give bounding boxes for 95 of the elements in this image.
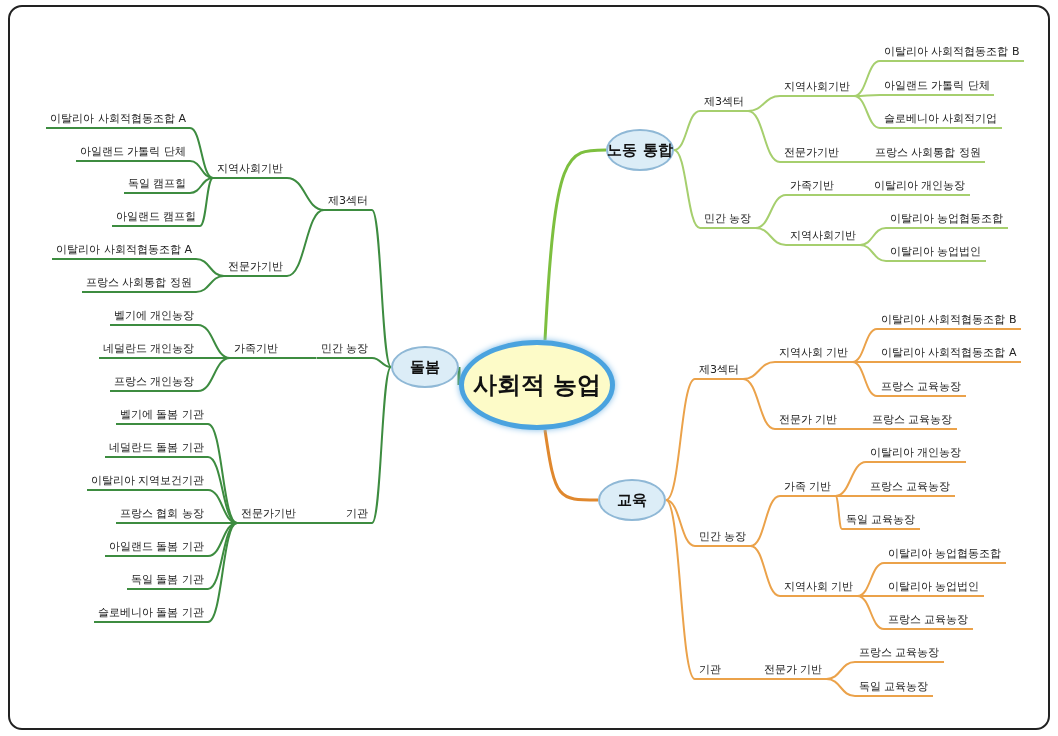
branch-line [189, 177, 214, 194]
branch-label: 이탈리아 농업협동조합 [884, 546, 1006, 564]
branch-label: 지역사회 기반 [775, 345, 853, 363]
branch-label: 이탈리아 농업법인 [884, 579, 984, 597]
branch-label: 지역사회 기반 [780, 579, 858, 597]
branch-line [371, 366, 392, 524]
branch-label: 지역사회기반 [780, 79, 854, 97]
branch-label: 지역사회기반 [213, 161, 287, 179]
branch-label: 민간 농장 [700, 211, 756, 229]
branch-label: 아일랜드 가톨릭 단체 [76, 144, 190, 162]
branch-label: 프랑스 개인농장 [109, 374, 198, 392]
branch-label: 프랑스 교육농장 [868, 412, 957, 430]
branch-line [837, 194, 871, 196]
branch-line [281, 357, 318, 359]
branch-label: 전문가기반 [224, 259, 287, 277]
branch-line [299, 522, 343, 524]
branch-line [853, 60, 881, 97]
branch-label: 네덜란드 돌봄 기관 [105, 440, 208, 458]
branch-label: 슬로베니아 돌봄 기관 [94, 605, 208, 623]
branch-line [842, 161, 872, 163]
branch-label: 지역사회기반 [786, 228, 860, 246]
branch-label: 아일랜드 가톨릭 단체 [880, 78, 994, 96]
branch-label: 민간 농장 [316, 341, 372, 359]
branch-line [724, 678, 761, 680]
branch-label: 슬로베니아 사회적기업 [880, 111, 1002, 129]
branch-label: 이탈리아 사회적협동조합 B [880, 44, 1024, 62]
branch-line [859, 244, 887, 262]
branch-label: 가족기반 [786, 178, 838, 196]
branch-line [742, 378, 776, 430]
branch-line [207, 423, 238, 524]
branch-label: 이탈리아 사회적협동조합 A [46, 111, 190, 129]
branch-label: 프랑스 사회통합 정원 [82, 275, 196, 293]
branch-label: 독일 돌봄 기관 [127, 572, 208, 590]
branch-label: 이탈리아 사회적협동조합 A [52, 242, 196, 260]
branch-label: 전문가 기반 [760, 662, 827, 680]
branch-label: 네덜란드 개인농장 [98, 341, 198, 359]
branch-label: 전문가기반 [237, 506, 300, 524]
branch-label: 제3섹터 [695, 362, 743, 380]
branch-label: 벨기에 돌봄 기관 [116, 407, 208, 425]
branch-label: 민간 농장 [695, 529, 751, 547]
branch-label: 이탈리아 사회적협동조합 B [877, 312, 1021, 330]
branch-line [543, 429, 598, 502]
branch-label: 독일 교육농장 [842, 512, 920, 530]
branch-line [207, 522, 238, 623]
branch-line [754, 227, 787, 246]
branch-label: 프랑스 협회 농장 [116, 506, 208, 524]
branch-label: 이탈리아 농업법인 [886, 244, 986, 262]
branch-label: 프랑스 교육농장 [855, 645, 944, 663]
branch-label: 기관 [342, 506, 372, 524]
branch-label: 아일랜드 돌봄 기관 [105, 539, 208, 557]
branch-label: 독일 교육농장 [855, 679, 933, 697]
branch-line [195, 275, 225, 293]
branch-line [856, 595, 885, 630]
branch-line [543, 148, 606, 341]
branch-label: 제3섹터 [700, 94, 748, 112]
branch-line [665, 499, 696, 547]
branch-label: 벨기에 개인농장 [109, 308, 198, 326]
branch-label: 전문가기반 [780, 145, 843, 163]
branch-line [851, 361, 878, 397]
branch-line [371, 357, 392, 368]
branch-line [749, 545, 781, 597]
branch-line [197, 357, 231, 392]
branch-label: 이탈리아 개인농장 [870, 178, 970, 196]
branch-line [665, 499, 696, 680]
branch-label: 이탈리아 지역보건기관 [86, 473, 208, 491]
branch-line [286, 177, 325, 211]
branch-label: 아일랜드 캠프힐 [111, 209, 200, 227]
branch-line [825, 678, 856, 697]
branch-line [371, 209, 392, 368]
branch-line [834, 495, 843, 530]
branch-label: 프랑스 교육농장 [877, 379, 966, 397]
branch-line [199, 177, 214, 227]
branch-label: 독일 캠프힐 [123, 176, 190, 194]
branch-label: 제3섹터 [324, 193, 372, 211]
branch-label: 가족 기반 [780, 479, 836, 497]
branch-label: 이탈리아 농업협동조합 [886, 211, 1008, 229]
branch-label: 전문가 기반 [775, 412, 842, 430]
branch-line [834, 495, 867, 497]
branch-label: 프랑스 사회통합 정원 [871, 145, 985, 163]
branch-label: 이탈리아 개인농장 [866, 445, 966, 463]
branch-line [747, 110, 781, 163]
branch-line [665, 378, 696, 501]
branch-label: 가족기반 [230, 341, 282, 359]
branch-label: 프랑스 교육농장 [866, 479, 955, 497]
branch-line [840, 428, 869, 430]
branch-line [189, 127, 214, 179]
branch-line [673, 110, 701, 151]
branch-label: 이탈리아 사회적협동조합 A [877, 345, 1021, 363]
branch-line [207, 522, 238, 557]
branch-line [673, 149, 701, 229]
branch-line [207, 456, 238, 524]
branch-label: 프랑스 교육농장 [884, 612, 973, 630]
branch-line [853, 95, 881, 129]
branch-label: 기관 [695, 662, 725, 680]
branch-line [286, 209, 325, 277]
